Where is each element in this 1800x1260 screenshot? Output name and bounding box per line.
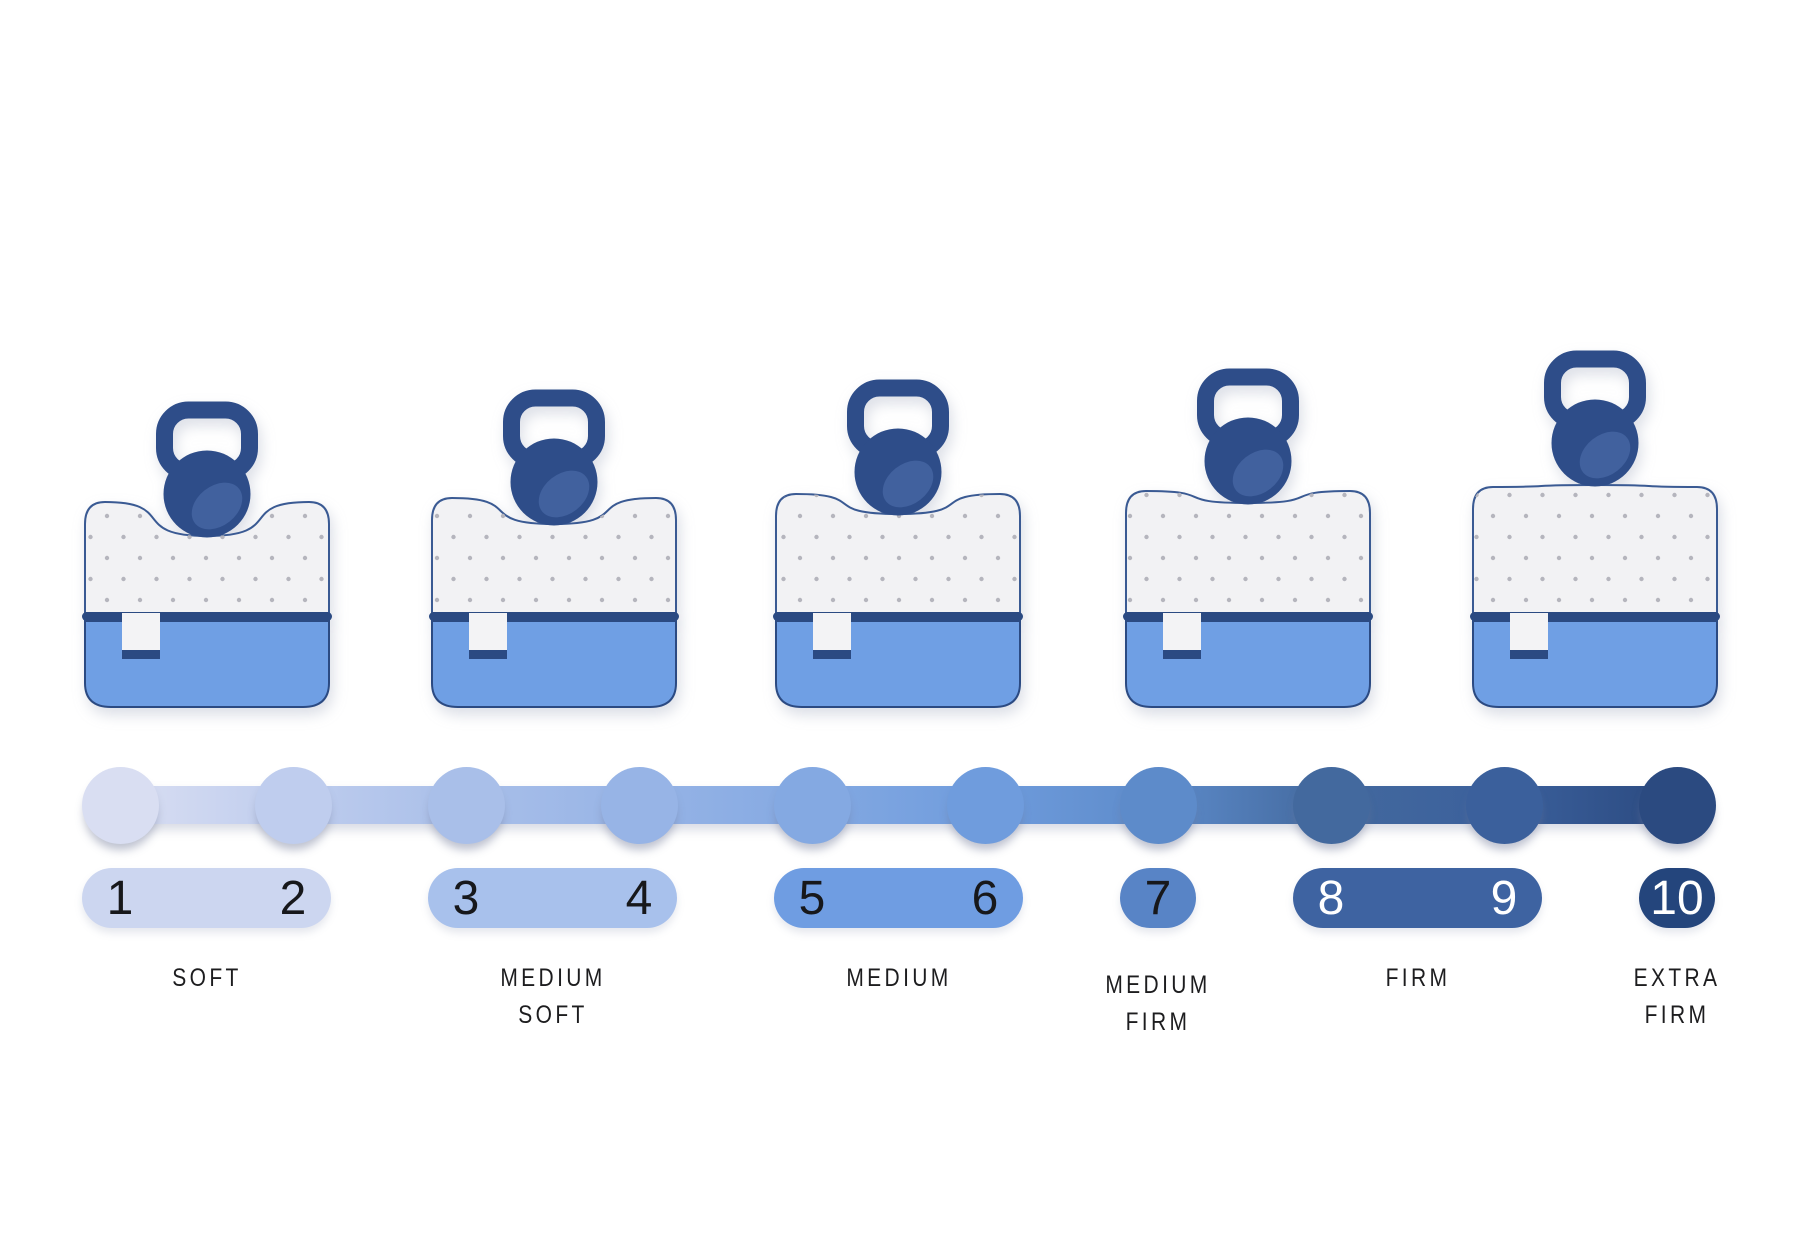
mattress-body: [1470, 484, 1720, 708]
firmness-label-medium-soft-line1: MEDIUM: [499, 964, 606, 992]
mattress-base-layer: [1125, 620, 1371, 708]
mattress-quilting-dots: [85, 502, 329, 613]
mattress-base-layer: [431, 620, 677, 708]
firmness-pill-medium-firm: 7: [1120, 868, 1196, 928]
firmness-label-soft-line1: SOFT: [171, 964, 242, 992]
timeline-node-2: [254, 766, 332, 844]
firmness-label-medium-line1: MEDIUM: [845, 964, 952, 992]
kettlebell-highlight: [191, 482, 243, 530]
timeline-node-6: [946, 766, 1024, 844]
timeline-node-9: [1465, 766, 1543, 844]
mattress-tag: [1163, 613, 1201, 650]
mattress-tag-stripe: [813, 650, 851, 659]
pill-number-5: 5: [798, 872, 826, 925]
pill-number-10: 10: [1650, 872, 1704, 925]
pill-number-2: 2: [279, 872, 307, 925]
kettlebell-highlight: [538, 470, 590, 518]
mattress-tag: [122, 613, 160, 650]
mattress-quilting-dots: [1126, 491, 1370, 613]
mattress-tag: [813, 613, 851, 650]
timeline-node-1: [81, 766, 159, 844]
timeline-node-8: [1292, 766, 1370, 844]
pill-number-6: 6: [971, 872, 999, 925]
mattress-tag: [1510, 613, 1548, 650]
firmness-label-medium-firm-line1: MEDIUM: [1105, 971, 1211, 999]
timeline-node-3: [427, 766, 505, 844]
mattress-body: [1123, 490, 1373, 708]
kettlebell-highlight: [882, 460, 934, 508]
mattress-body: [82, 501, 332, 708]
mattress-divider-band: [1470, 612, 1720, 621]
mattress-divider-band: [1123, 612, 1373, 621]
mattress-illustration-medium-soft: [414, 345, 694, 725]
pill-number-3: 3: [452, 872, 480, 925]
kettlebell-highlight: [1579, 431, 1631, 479]
pill-number-8: 8: [1317, 872, 1345, 925]
mattress-illustration-medium-firm: [1108, 345, 1388, 725]
mattress-tag-stripe: [122, 650, 160, 659]
pill-number-1: 1: [106, 872, 134, 925]
mattress-tag-stripe: [1510, 650, 1548, 659]
timeline-node-10: [1638, 766, 1716, 844]
pill-number-7: 7: [1144, 872, 1172, 925]
pill-number-4: 4: [625, 872, 653, 925]
mattress-base-layer: [1472, 620, 1718, 708]
mattress-quilting-dots: [776, 494, 1020, 613]
mattress-svg-extra-firm: [1470, 350, 1720, 708]
firmness-label-firm-line1: FIRM: [1385, 964, 1450, 992]
kettlebell-icon: [847, 379, 949, 516]
mattress-base-layer: [775, 620, 1021, 708]
mattress-body: [429, 497, 679, 708]
timeline-node-7: [1119, 766, 1197, 844]
firmness-pill-extra-firm: 10: [1639, 868, 1715, 928]
mattress-quilting-dots: [1473, 485, 1717, 613]
mattress-divider-band: [429, 612, 679, 621]
mattress-illustration-extra-firm: [1455, 345, 1735, 725]
mattress-illustration-soft: [67, 345, 347, 725]
firmness-label-extra-firm-line2: FIRM: [1644, 1001, 1710, 1029]
kettlebell-highlight: [1232, 449, 1284, 497]
mattress-illustration-medium: [758, 345, 1038, 725]
kettlebell-icon: [1544, 350, 1646, 487]
kettlebell-icon: [1197, 368, 1299, 505]
mattress-svg-medium-firm: [1123, 368, 1373, 708]
firmness-label-medium-firm-line2: FIRM: [1125, 1008, 1191, 1036]
mattress-tag-stripe: [1163, 650, 1201, 659]
kettlebell-icon: [503, 389, 605, 526]
mattress-tag: [469, 613, 507, 650]
timeline-gradient-bar: [120, 786, 1677, 824]
mattress-base-layer: [84, 620, 330, 708]
pill-number-9: 9: [1490, 872, 1518, 925]
mattress-tag-stripe: [469, 650, 507, 659]
mattress-svg-soft: [82, 401, 332, 708]
mattress-divider-band: [773, 612, 1023, 621]
mattress-divider-band: [82, 612, 332, 621]
mattress-svg-medium: [773, 379, 1023, 708]
timeline-node-5: [773, 766, 851, 844]
mattress-quilting-dots: [432, 498, 676, 613]
mattress-svg-medium-soft: [429, 389, 679, 708]
kettlebell-icon: [156, 401, 258, 538]
mattress-body: [773, 493, 1023, 708]
timeline-node-4: [600, 766, 678, 844]
firmness-label-extra-firm-line1: EXTRA: [1633, 964, 1721, 992]
firmness-label-medium-soft-line2: SOFT: [517, 1001, 588, 1029]
